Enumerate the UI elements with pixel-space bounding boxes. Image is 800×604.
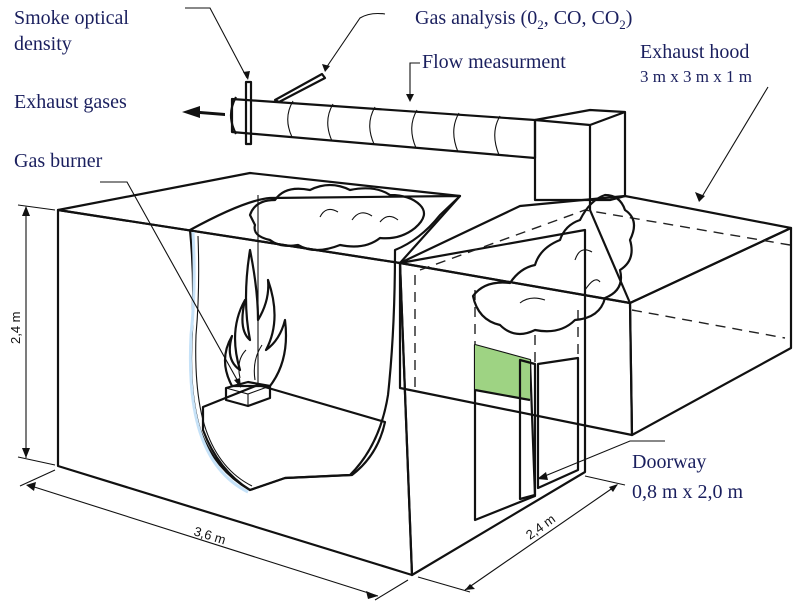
label-exhaust-hood-size: 3 m x 3 m x 1 m xyxy=(640,67,752,86)
flame-icon xyxy=(223,248,288,388)
dim-height: 2,4 m xyxy=(8,311,23,344)
label-doorway-size: 0,8 m x 2,0 m xyxy=(632,481,744,503)
hood-smoke xyxy=(471,193,636,336)
exhaust-arrow-icon xyxy=(182,106,225,118)
label-flow-measurement: Flow measurment xyxy=(422,51,566,73)
room-floor xyxy=(201,383,387,492)
room-front-wall xyxy=(56,208,414,577)
dim-length: 3,6 m xyxy=(192,524,227,548)
dimension-lines xyxy=(17,204,626,601)
label-gas-analysis: Gas analysis (02, CO, CO2) xyxy=(415,7,632,32)
exhaust-hood xyxy=(398,108,793,437)
label-exhaust-gases: Exhaust gases xyxy=(14,91,127,113)
exhaust-duct xyxy=(182,72,537,160)
room-side-wall xyxy=(398,228,587,577)
burner-box xyxy=(224,380,272,408)
label-doorway: Doorway xyxy=(632,451,706,473)
label-exhaust-hood: Exhaust hood xyxy=(640,41,749,63)
gas-burner xyxy=(223,248,288,408)
label-smoke-optical-density-1: Smoke optical xyxy=(14,7,129,29)
hood-front xyxy=(398,261,634,437)
label-gas-burner: Gas burner xyxy=(14,150,103,172)
ceiling-smoke xyxy=(248,183,426,252)
test-room xyxy=(56,171,587,577)
room-ceiling xyxy=(56,171,462,265)
gas-analysis-probe xyxy=(273,72,327,104)
duct-pipe xyxy=(230,97,537,160)
label-smoke-optical-density-2: density xyxy=(14,33,72,55)
hood-top xyxy=(398,194,793,305)
leader-lines xyxy=(100,7,769,480)
doorway-frame xyxy=(518,358,537,501)
hood-side xyxy=(628,226,793,437)
smoke-density-probe xyxy=(244,80,253,146)
